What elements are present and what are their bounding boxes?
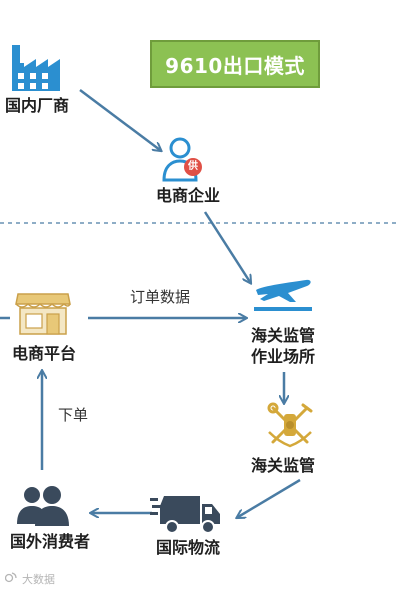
title-text: 9610出口模式	[165, 53, 305, 78]
arrow-enterprise-to-customs	[203, 211, 250, 282]
order-data-label: 订单数据	[130, 288, 191, 306]
airplane-icon	[254, 279, 312, 311]
supplier-badge: 供	[188, 161, 198, 172]
consumers-icon	[17, 486, 69, 526]
customs-supervision-label: 海关监管	[250, 456, 315, 475]
watermark-text: 大数据	[22, 573, 55, 586]
customs-emblem-icon	[267, 402, 313, 448]
title-badge: 9610出口模式	[150, 40, 320, 88]
ecommerce-platform-label: 电商平台	[11, 344, 76, 363]
domestic-factory-label: 国内厂商	[4, 96, 69, 115]
customs-site-line2: 作业场所	[250, 347, 315, 366]
arrow-supervision-to-logistics	[238, 478, 301, 517]
storefront-icon	[15, 293, 71, 335]
factory-icon	[12, 45, 60, 91]
enterprise-person-icon	[162, 137, 202, 182]
arrow-factory-to-enterprise	[79, 89, 160, 150]
watermark-logo-icon	[5, 572, 17, 583]
intl-logistics-label: 国际物流	[155, 538, 220, 557]
ecommerce-enterprise-label: 电商企业	[155, 186, 220, 205]
place-order-label: 下单	[58, 406, 89, 424]
overseas-consumer-label: 国外消费者	[9, 532, 90, 551]
customs-site-line1: 海关监管	[250, 326, 315, 345]
truck-icon	[150, 496, 220, 534]
